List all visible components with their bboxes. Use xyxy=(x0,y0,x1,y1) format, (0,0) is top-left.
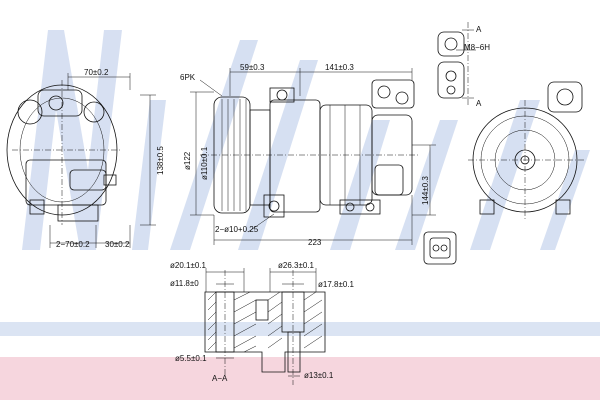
dim-d17-8: ø17.8±0.1 xyxy=(318,280,355,289)
blue-band xyxy=(0,322,600,336)
watermark-logo xyxy=(22,30,590,250)
dim-m8: M8−6H xyxy=(464,43,490,52)
section-aa-view xyxy=(204,268,326,385)
center-side-view xyxy=(190,68,436,245)
dim-d26-3: ø26.3±0.1 xyxy=(278,261,315,270)
dim-d122: ø122 xyxy=(183,151,192,170)
dim-d13: ø13±0.1 xyxy=(304,371,334,380)
dim-144: 144±0.3 xyxy=(421,176,430,205)
m8-detail xyxy=(437,22,476,105)
dim-2-d10: 2−ø10+0.25 xyxy=(215,225,259,234)
dim-6pk: 6PK xyxy=(180,73,196,82)
right-front-view xyxy=(468,81,585,220)
dim-2-70: 2−70±0.2 xyxy=(56,240,90,249)
section-a-bottom: A xyxy=(476,99,482,108)
section-a-top: A xyxy=(476,25,482,34)
dim-223: 223 xyxy=(308,238,322,247)
dim-d20-1: ø20.1±0.1 xyxy=(170,261,207,270)
section-aa-label: A−A xyxy=(212,374,228,383)
connector-detail xyxy=(423,231,457,265)
dim-d11-8: ø11.8±0 xyxy=(170,279,199,288)
dim-70: 70±0.2 xyxy=(84,68,109,77)
left-end-view xyxy=(6,73,156,248)
dim-d5-5: ø5.5±0.1 xyxy=(175,354,207,363)
dim-d110: ø110±0.1 xyxy=(200,146,209,180)
dim-59: 59±0.3 xyxy=(240,63,265,72)
dim-138: 138±0.5 xyxy=(156,146,165,175)
dim-30: 30±0.2 xyxy=(105,240,130,249)
dim-141: 141±0.3 xyxy=(325,63,354,72)
